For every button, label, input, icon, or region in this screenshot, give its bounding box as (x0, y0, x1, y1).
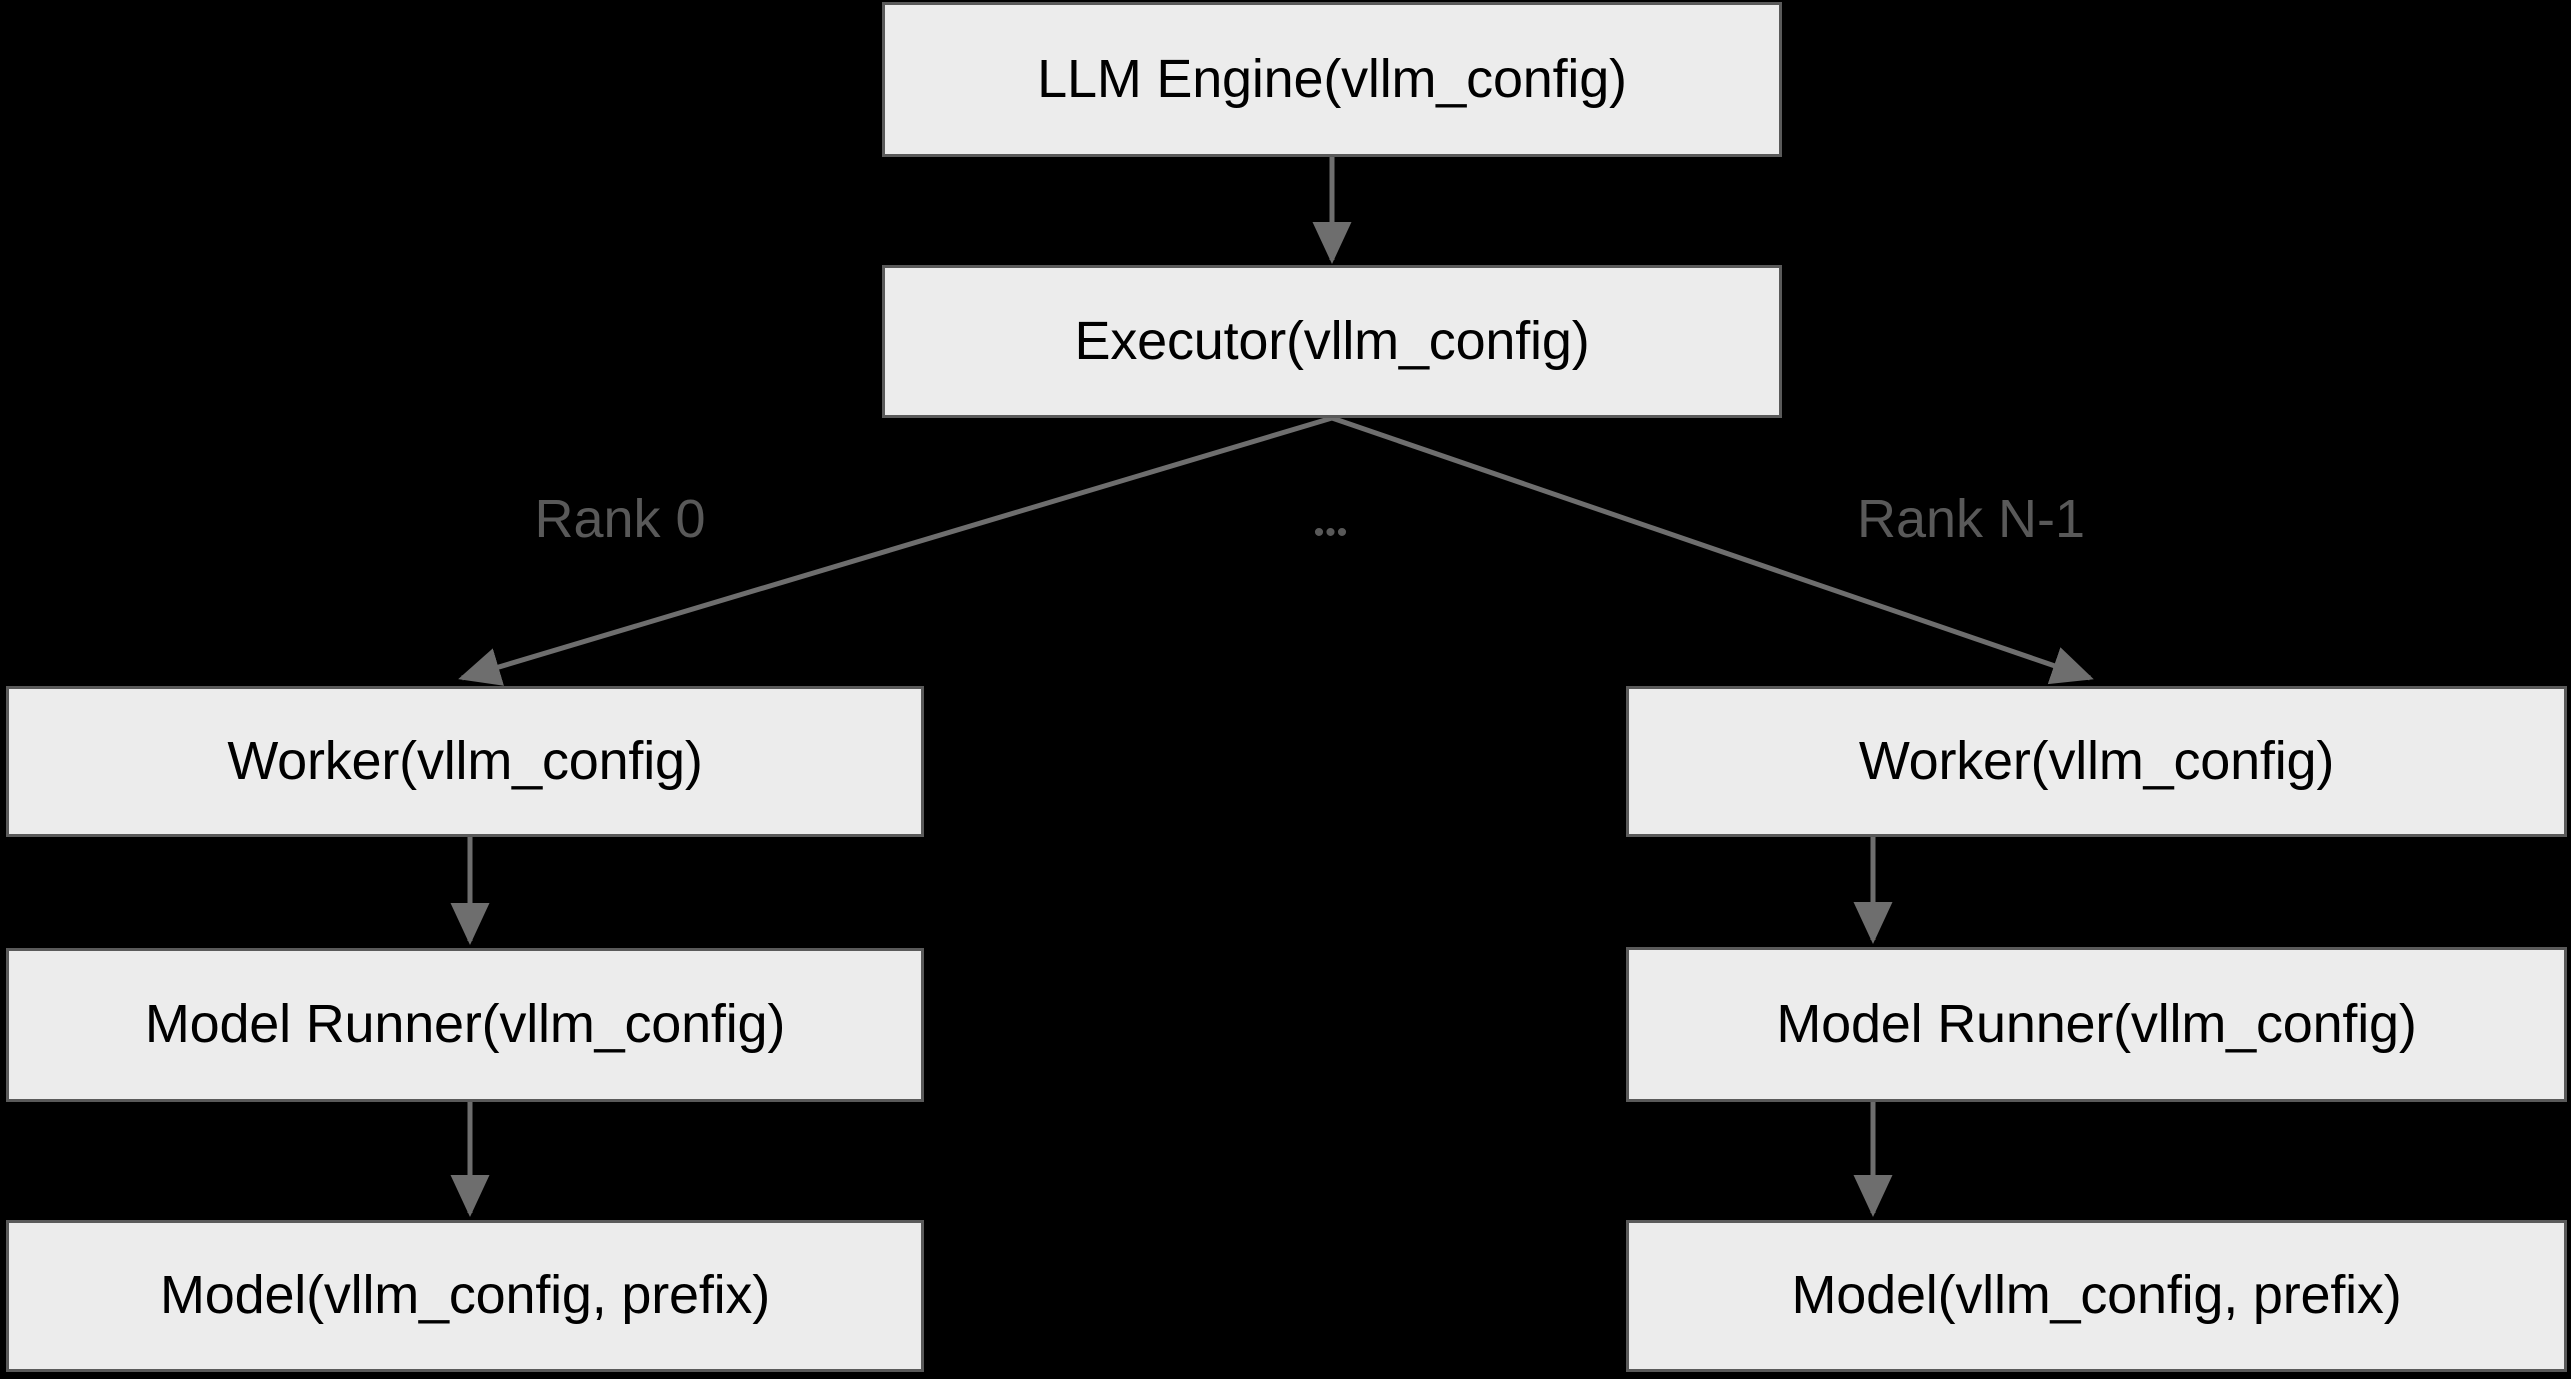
node-worker-rank-n[interactable]: Worker(vllm_config) (1626, 686, 2567, 837)
edge-label-ellipsis: ••• (1313, 516, 1349, 549)
node-executor[interactable]: Executor(vllm_config) (882, 265, 1782, 418)
node-model-runner-rank-n[interactable]: Model Runner(vllm_config) (1626, 947, 2567, 1102)
node-model-rank-n[interactable]: Model(vllm_config, prefix) (1626, 1220, 2567, 1372)
node-model-runner-rank-0[interactable]: Model Runner(vllm_config) (6, 948, 924, 1102)
edge-label-rank-n: Rank N-1 (1856, 489, 2086, 549)
node-worker-rank-0[interactable]: Worker(vllm_config) (6, 686, 924, 837)
node-model-rank-0[interactable]: Model(vllm_config, prefix) (6, 1220, 924, 1372)
node-llm-engine[interactable]: LLM Engine(vllm_config) (882, 2, 1782, 157)
edge-label-rank-0: Rank 0 (534, 489, 706, 549)
